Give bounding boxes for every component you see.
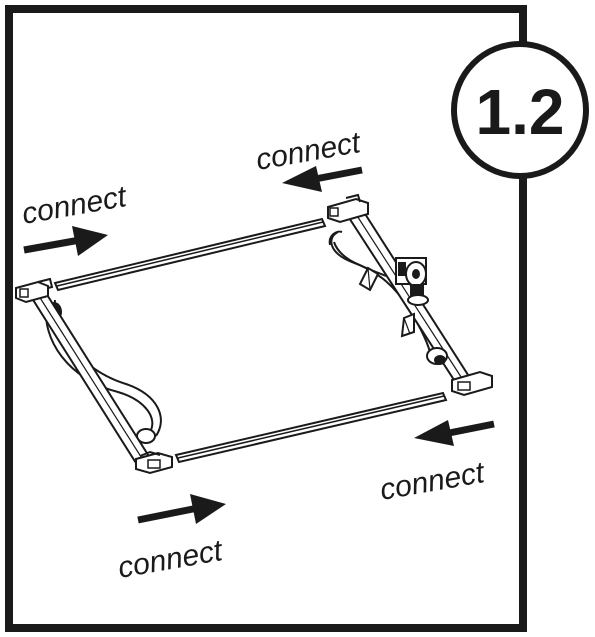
step-badge: 1.2 [451, 41, 589, 179]
bottom-crossbar [174, 391, 448, 464]
diagram-frame [5, 5, 527, 632]
arrow-left-bottom-right-icon [414, 420, 495, 446]
arrow-right-bottom-left-icon [137, 494, 226, 524]
left-side-frame [15, 277, 173, 475]
arrow-left-top-right-icon [282, 166, 363, 192]
top-crossbar [53, 217, 327, 292]
arrow-right-top-left-icon [23, 226, 108, 256]
step-number: 1.2 [476, 76, 565, 148]
right-side-frame [327, 193, 493, 397]
